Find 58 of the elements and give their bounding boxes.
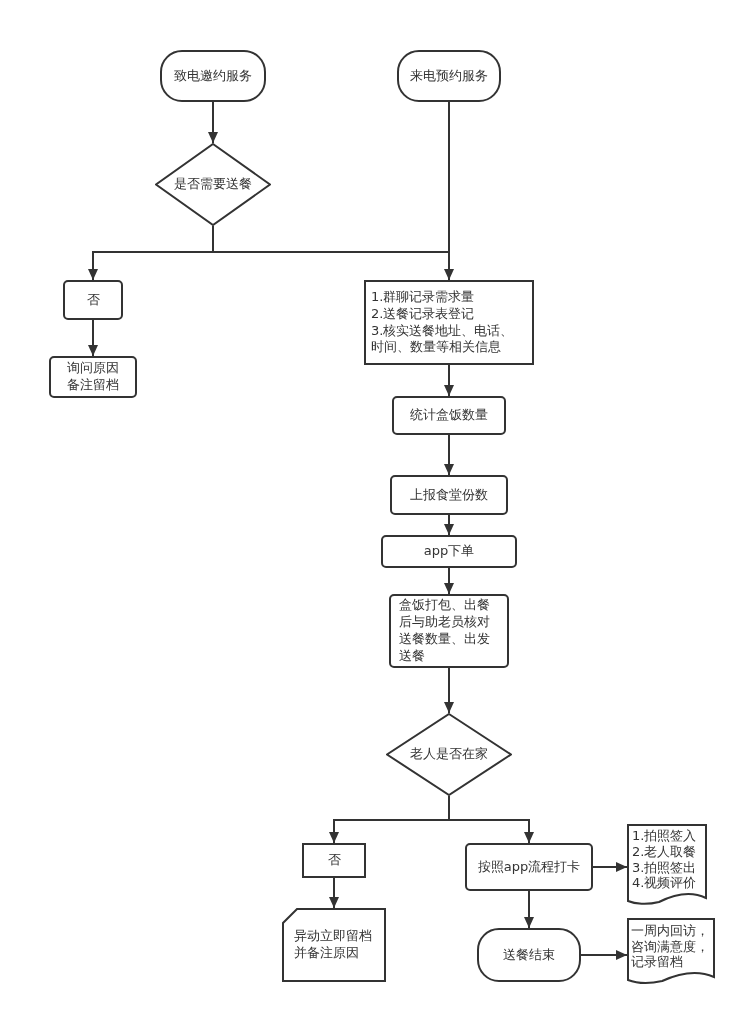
node-label: 询问原因备注留档 bbox=[66, 360, 120, 394]
node-label: 上报食堂份数 bbox=[409, 486, 489, 504]
arrow bbox=[444, 667, 454, 714]
arrow bbox=[329, 877, 339, 909]
decision-diamond bbox=[155, 143, 271, 226]
arrow bbox=[208, 101, 218, 144]
arrow bbox=[444, 434, 454, 476]
node-label: app下单 bbox=[422, 543, 476, 560]
list-item: 3.拍照签出 bbox=[632, 859, 698, 876]
terminal-box bbox=[160, 50, 266, 102]
document-shape bbox=[627, 918, 715, 985]
arrow bbox=[329, 819, 450, 844]
process-box bbox=[364, 280, 534, 365]
node-label: 盒饭打包、出餐后与助老员核对送餐数量、出发送餐 bbox=[399, 597, 491, 665]
list-item: 1.群聊记录需求量 bbox=[371, 288, 476, 306]
process-box bbox=[63, 280, 123, 320]
connector-line bbox=[212, 251, 450, 253]
node-label: 否 bbox=[85, 291, 101, 309]
node-label: 统计盒饭数量 bbox=[409, 407, 489, 424]
node-label: 老人是否在家 bbox=[409, 746, 489, 763]
node-label: 致电邀约服务 bbox=[173, 67, 253, 85]
list-item: 4.视频评价 bbox=[632, 875, 698, 891]
connector-line bbox=[448, 795, 450, 821]
terminal-box bbox=[477, 928, 581, 982]
process-box bbox=[381, 535, 517, 568]
list-item: 1.拍照签入 bbox=[632, 828, 698, 844]
arrow bbox=[580, 950, 628, 960]
process-box bbox=[390, 475, 508, 515]
process-box bbox=[49, 356, 137, 398]
list-item: 3.核实送餐地址、电话、时间、数量等相关信息 bbox=[371, 322, 515, 357]
arrow bbox=[448, 819, 534, 844]
node-label: 一周内回访，咨询满意度，记录留档 bbox=[631, 923, 710, 970]
arrow bbox=[444, 567, 454, 595]
node-label: 来电预约服务 bbox=[409, 67, 489, 85]
node-label: 送餐结束 bbox=[502, 946, 556, 964]
node-label: 按照app流程打卡 bbox=[476, 858, 582, 876]
arrow bbox=[524, 890, 534, 929]
arrow bbox=[444, 364, 454, 397]
arrow bbox=[444, 514, 454, 536]
arrow bbox=[592, 862, 628, 872]
process-box bbox=[465, 843, 593, 891]
process-box bbox=[392, 396, 506, 435]
process-box bbox=[389, 594, 509, 668]
decision-diamond bbox=[386, 713, 512, 796]
list-item: 2.老人取餐 bbox=[632, 843, 698, 860]
terminal-box bbox=[397, 50, 501, 102]
card-shape bbox=[282, 908, 386, 982]
node-label: 否 bbox=[326, 852, 342, 869]
connector-line bbox=[212, 225, 214, 253]
arrow bbox=[444, 251, 454, 281]
process-box bbox=[302, 843, 366, 878]
node-label: 是否需要送餐 bbox=[173, 176, 253, 193]
connector-line bbox=[448, 101, 450, 253]
list-item: 2.送餐记录表登记 bbox=[371, 305, 476, 323]
arrow bbox=[88, 251, 214, 281]
document-shape bbox=[627, 824, 707, 906]
node-label: 异动立即留档并备注原因 bbox=[294, 928, 373, 962]
arrow bbox=[88, 319, 98, 357]
